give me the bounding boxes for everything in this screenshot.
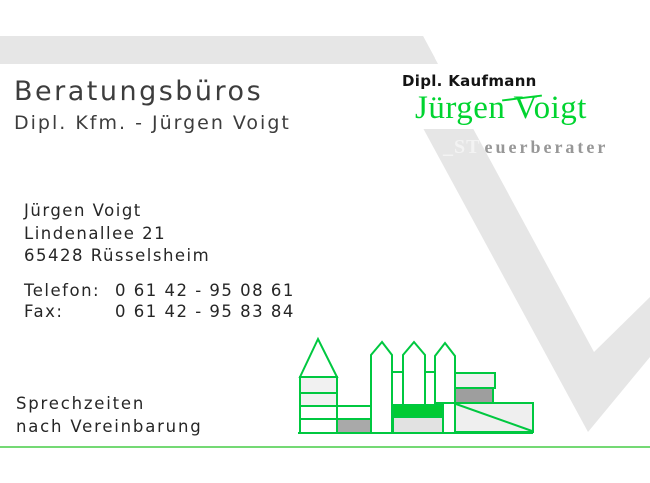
logo-credential: Dipl. Kaufmann bbox=[402, 72, 537, 90]
office-hours: Sprechzeiten nach Vereinbarung bbox=[16, 393, 202, 438]
fax-label: Fax: bbox=[24, 301, 64, 321]
company-subtitle: Dipl. Kfm. - Jürgen Voigt bbox=[14, 112, 291, 135]
office-hours-line1: Sprechzeiten bbox=[16, 394, 146, 413]
letter-v-watermark-icon bbox=[373, 36, 650, 432]
fax-number: 0 61 42 - 95 83 84 bbox=[115, 301, 295, 321]
company-heading: Beratungsbüros Dipl. Kfm. - Jürgen Voigt bbox=[14, 76, 291, 134]
phone-number: 0 61 42 - 95 08 61 bbox=[115, 281, 295, 300]
contact-city: 65428 Rüsselsheim bbox=[24, 246, 211, 265]
logo-block: Dipl. Kaufmann Jürgen Voigt bbox=[402, 72, 650, 126]
logo-name: Jürgen Voigt bbox=[415, 90, 587, 126]
contact-name: Jürgen Voigt bbox=[24, 201, 142, 220]
top-bar-graphic bbox=[0, 36, 438, 64]
profession-rest: euerberater bbox=[484, 137, 609, 157]
phone-block: Telefon: 0 61 42 - 95 08 61 Fax: 0 61 42… bbox=[24, 281, 295, 322]
company-name: Beratungsbüros bbox=[14, 76, 264, 107]
fax-row: Fax: 0 61 42 - 95 83 84 bbox=[24, 302, 295, 323]
address-block: Jürgen Voigt Lindenallee 21 65428 Rüssel… bbox=[24, 200, 210, 268]
contact-street: Lindenallee 21 bbox=[24, 223, 167, 243]
office-hours-line2: nach Vereinbarung bbox=[16, 416, 203, 436]
phone-label: Telefon: bbox=[24, 281, 101, 300]
city-skyline-icon bbox=[298, 336, 534, 434]
phone-row: Telefon: 0 61 42 - 95 08 61 bbox=[24, 281, 295, 302]
profession-highlight: _ST bbox=[443, 136, 481, 158]
bottom-divider-line bbox=[0, 446, 650, 448]
